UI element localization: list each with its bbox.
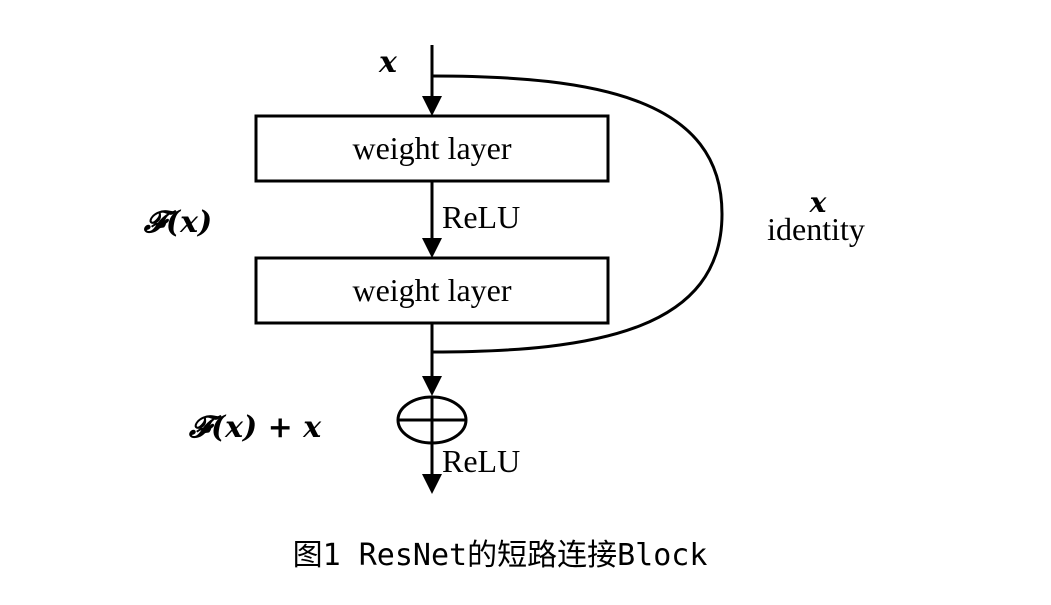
residual-function-label: 𝓕(𝒙) — [143, 205, 212, 240]
input-arrow-head — [422, 96, 442, 116]
skip-identity-label: identity — [767, 211, 865, 247]
weight-layer-2-label: weight layer — [352, 272, 511, 308]
sum-input-arrow-head — [422, 376, 442, 396]
weight-layer-1-label: weight layer — [352, 130, 511, 166]
figure-caption: 图1 ResNet的短路连接Block — [293, 538, 708, 573]
skip-x-label: x — [809, 186, 827, 219]
relu-2-label: ReLU — [442, 443, 520, 479]
relu-1-label: ReLU — [442, 199, 520, 235]
sum-label: 𝓕(𝒙) + 𝒙 — [188, 410, 322, 445]
input-x-label: x — [378, 45, 398, 80]
relu-1-arrow-head — [422, 238, 442, 258]
weight-layer-2-box — [254, 256, 610, 325]
skip-connection-curve — [431, 74, 724, 354]
output-arrow-head — [422, 474, 442, 494]
